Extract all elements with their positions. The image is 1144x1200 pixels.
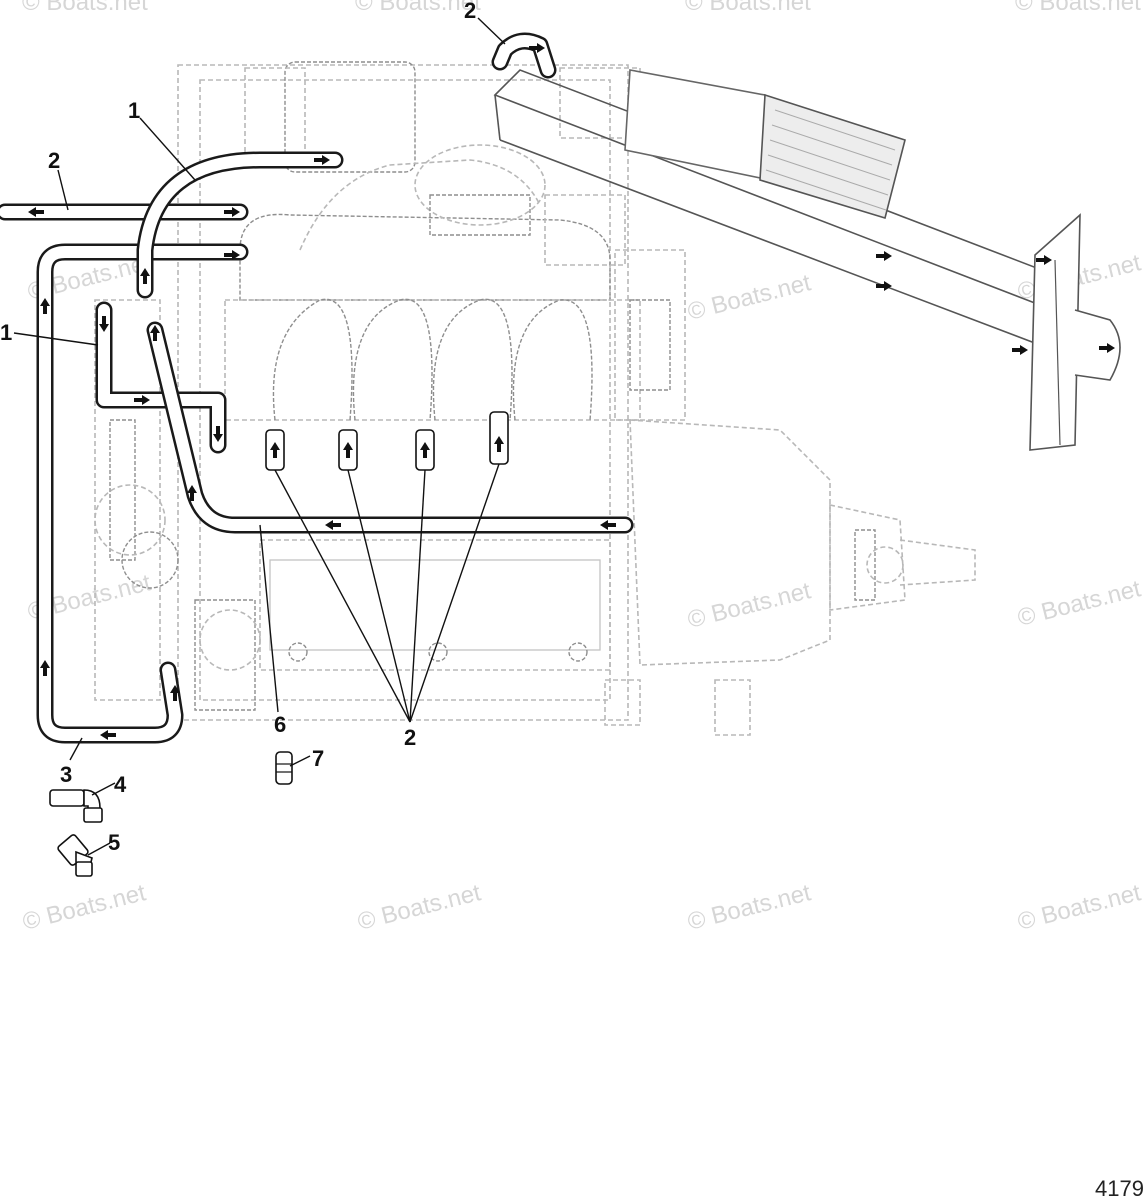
arrow-left xyxy=(600,520,616,530)
loose-fittings xyxy=(49,751,293,877)
callout-7: 7 xyxy=(312,746,324,771)
arrow-right xyxy=(876,251,892,261)
watermark: © Boats.net xyxy=(685,0,811,16)
arrow-down xyxy=(99,316,109,332)
watermark: © Boats.net xyxy=(355,0,481,16)
callout-6: 6 xyxy=(274,712,286,737)
arrow-up xyxy=(170,685,180,701)
arrow-right xyxy=(876,281,892,291)
arrow-right xyxy=(1036,255,1052,265)
arrow-up xyxy=(343,442,353,458)
arrow-right xyxy=(224,207,240,217)
fitting-4 xyxy=(49,789,85,807)
arrow-up xyxy=(140,268,150,284)
arrow-up xyxy=(420,442,430,458)
arrow-right xyxy=(134,395,150,405)
arrow-up xyxy=(494,436,504,452)
callout-3: 3 xyxy=(60,762,72,787)
figure-number: 4179 xyxy=(1095,1176,1144,1200)
exhaust-elbow-assembly xyxy=(493,69,1121,451)
callout-4: 4 xyxy=(114,772,127,797)
watermark: © Boats.net xyxy=(22,0,148,16)
arrow-up xyxy=(270,442,280,458)
flow-arrows xyxy=(28,43,1115,740)
callout-1-top: 1 xyxy=(128,98,140,123)
arrow-up xyxy=(187,485,197,501)
callout-2-bottom: 2 xyxy=(404,725,416,750)
arrow-up xyxy=(150,325,160,341)
cooling-hoses xyxy=(0,32,634,744)
callout-2-top: 2 xyxy=(464,0,476,23)
watermark: © Boats.net xyxy=(1015,879,1144,936)
arrow-right xyxy=(1012,345,1028,355)
arrow-right xyxy=(224,250,240,260)
arrow-left xyxy=(100,730,116,740)
arrow-right xyxy=(529,43,545,53)
watermark: © Boats.net xyxy=(685,577,814,634)
fitting-7 xyxy=(275,751,293,785)
arrow-down xyxy=(213,426,223,442)
watermark: © Boats.net xyxy=(1015,0,1141,16)
watermark: © Boats.net xyxy=(1015,575,1144,632)
watermark: © Boats.net xyxy=(355,879,484,936)
callouts: 1 1 2 2 2 3 4 5 6 7 xyxy=(0,0,476,855)
watermark: © Boats.net xyxy=(685,269,814,326)
arrow-left xyxy=(28,207,44,217)
arrow-up xyxy=(40,298,50,314)
callout-2-left: 2 xyxy=(48,148,60,173)
arrow-up xyxy=(40,660,50,676)
watermark: © Boats.net xyxy=(685,879,814,936)
leader-lines xyxy=(13,17,506,856)
arrow-left xyxy=(325,520,341,530)
arrow-right xyxy=(314,155,330,165)
arrow-right xyxy=(1099,343,1115,353)
callout-5: 5 xyxy=(108,830,120,855)
callout-1-left: 1 xyxy=(0,320,12,345)
watermark: © Boats.net xyxy=(20,879,149,936)
